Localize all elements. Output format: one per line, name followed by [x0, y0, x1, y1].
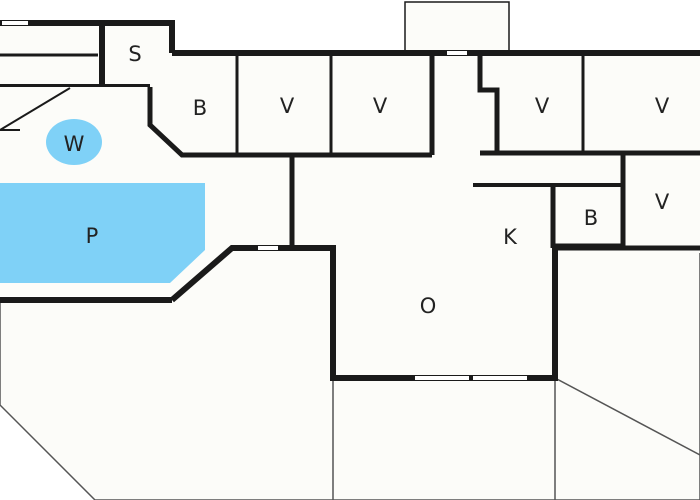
building-floor [333, 248, 555, 378]
wall [170, 245, 558, 381]
room-label-v4: V [655, 94, 670, 118]
wall [477, 53, 500, 153]
room-label-b1: B [193, 96, 207, 120]
room-label-v1: V [280, 94, 295, 118]
room-label-v2: V [373, 94, 388, 118]
room-label-w: W [64, 132, 85, 156]
room-label-v5: V [655, 190, 670, 214]
window [258, 246, 278, 250]
room-label-v3: V [535, 94, 550, 118]
window [447, 51, 467, 55]
window [473, 376, 527, 380]
top-box [404, 1, 510, 53]
room-label-b2: B [584, 206, 598, 230]
window [2, 21, 28, 25]
window [415, 376, 469, 380]
terrace-edge [554, 377, 700, 456]
room-label-s: S [128, 42, 141, 66]
terrace-edge [0, 87, 71, 131]
pool [0, 183, 205, 283]
room-label-o: O [420, 294, 437, 318]
room-label-p: P [86, 224, 99, 248]
room-label-k: K [503, 225, 518, 249]
whirlpool [46, 119, 102, 165]
